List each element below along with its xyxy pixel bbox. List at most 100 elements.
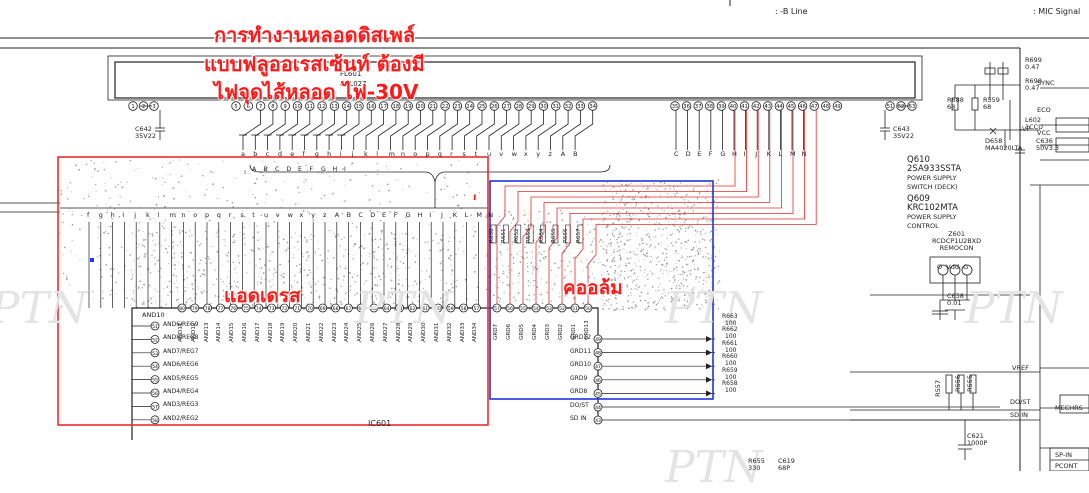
noise-dot bbox=[517, 274, 520, 276]
ic-and-column-label: AND19 bbox=[280, 322, 287, 342]
noise-dot bbox=[674, 306, 675, 308]
noise-dot bbox=[414, 236, 416, 238]
noise-dot bbox=[677, 214, 679, 215]
segment-wire bbox=[279, 110, 298, 150]
noise-dot bbox=[636, 287, 638, 288]
noise-dot bbox=[647, 213, 649, 216]
noise-dot bbox=[645, 229, 647, 231]
noise-dot bbox=[95, 183, 97, 186]
grd-resistor-value: 100 bbox=[725, 373, 737, 381]
noise-dot bbox=[458, 159, 460, 161]
noise-dot bbox=[244, 172, 247, 175]
noise-dot bbox=[625, 263, 627, 265]
ic-segment-label: k bbox=[146, 211, 150, 219]
noise-dot bbox=[527, 271, 529, 273]
noise-dot bbox=[683, 244, 685, 246]
display-pin bbox=[728, 101, 738, 111]
noise-dot bbox=[669, 214, 671, 217]
noise-dot bbox=[609, 290, 612, 292]
noise-dot bbox=[534, 280, 536, 282]
noise-dot bbox=[701, 258, 703, 260]
noise-dot bbox=[327, 257, 328, 259]
segment-brace bbox=[249, 164, 611, 183]
ic-and-pin bbox=[471, 303, 481, 313]
noise-dot bbox=[699, 276, 701, 279]
segment-wire bbox=[414, 110, 434, 150]
ic-right-pin-number: 47 bbox=[595, 364, 601, 370]
noise-dot bbox=[173, 282, 175, 284]
ic-segment-label: p bbox=[205, 211, 210, 219]
noise-dot bbox=[642, 237, 644, 239]
noise-dot bbox=[151, 177, 154, 179]
noise-dot bbox=[243, 233, 245, 235]
noise-dot bbox=[614, 272, 616, 274]
wires bbox=[60, 105, 910, 308]
noise-dot bbox=[641, 239, 643, 241]
noise-dot bbox=[117, 184, 118, 186]
noise-dot bbox=[507, 265, 510, 267]
noise-dot bbox=[421, 270, 423, 272]
noise-dot bbox=[675, 287, 678, 289]
noise-dot bbox=[186, 271, 188, 273]
noise-dot bbox=[697, 251, 699, 253]
noise-dot bbox=[540, 293, 542, 296]
noise-dot bbox=[700, 233, 702, 235]
noise-dot bbox=[664, 295, 666, 297]
noise-dot bbox=[174, 264, 176, 266]
ic-and-column-label: AND11 bbox=[178, 322, 184, 342]
noise-dot bbox=[585, 266, 588, 268]
noise-dot bbox=[251, 304, 254, 306]
noise-dot bbox=[410, 290, 412, 292]
noise-dot bbox=[451, 259, 452, 261]
noise-dot bbox=[163, 288, 165, 290]
noise-dot bbox=[672, 186, 675, 188]
noise-dot bbox=[686, 256, 689, 258]
noise-dot bbox=[540, 253, 543, 255]
noise-dot bbox=[141, 287, 143, 289]
noise-dot bbox=[464, 278, 467, 281]
noise-dot bbox=[669, 270, 671, 272]
noise-dot bbox=[678, 259, 681, 262]
noise-dot bbox=[202, 274, 204, 276]
noise-dot bbox=[565, 288, 567, 290]
noise-dot bbox=[310, 233, 312, 235]
noise-dot bbox=[234, 177, 236, 180]
display-pin-number: 18 bbox=[393, 104, 400, 110]
noise-dot bbox=[210, 170, 212, 173]
ic-grd-column-label: GRD4 bbox=[532, 323, 538, 340]
noise-dot bbox=[637, 254, 639, 256]
noise-dot bbox=[394, 233, 396, 236]
ic-segment-label: o bbox=[193, 211, 198, 219]
noise-dot bbox=[638, 286, 640, 288]
ic-and-column-label: AND33 bbox=[459, 322, 466, 342]
noise-dot bbox=[607, 226, 609, 228]
noise-dot bbox=[445, 303, 447, 305]
noise-dot bbox=[185, 300, 187, 302]
noise-dot bbox=[71, 223, 74, 226]
noise-dot bbox=[630, 226, 632, 228]
noise-dot bbox=[696, 303, 698, 306]
noise-dot bbox=[377, 169, 379, 171]
noise-dot bbox=[459, 241, 461, 243]
noise-dot bbox=[673, 189, 676, 191]
noise-dot bbox=[683, 271, 686, 274]
noise-dot bbox=[216, 236, 218, 238]
noise-dot bbox=[635, 305, 637, 307]
noise-dot bbox=[559, 292, 560, 294]
noise-dot bbox=[376, 259, 378, 261]
vref-signal: VREF bbox=[1012, 364, 1029, 372]
noise-dot bbox=[615, 192, 618, 194]
ic-segment-label: L bbox=[464, 211, 469, 219]
noise-dot bbox=[702, 255, 704, 258]
noise-dot bbox=[226, 293, 228, 296]
noise-dot bbox=[368, 253, 371, 255]
noise-dot bbox=[628, 214, 631, 216]
noise-dot bbox=[703, 279, 705, 281]
noise-dot bbox=[609, 242, 612, 245]
noise-dot bbox=[471, 228, 473, 230]
segment-label-upper: r bbox=[450, 150, 453, 158]
noise-dot bbox=[606, 246, 608, 248]
noise-dot bbox=[296, 265, 298, 267]
noise-dot bbox=[314, 250, 316, 252]
noise-dot bbox=[279, 295, 282, 298]
